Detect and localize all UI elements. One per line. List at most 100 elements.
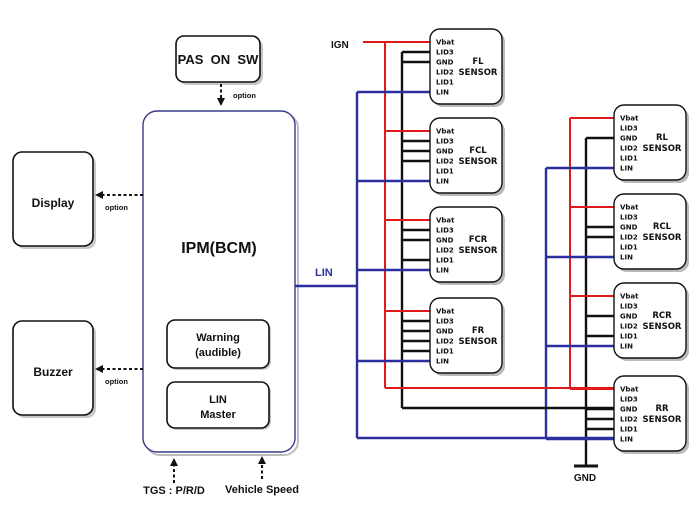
pin-label-lin: LIN <box>436 267 449 275</box>
pin-label-lid1: LID1 <box>620 244 638 252</box>
sensor-subtitle: SENSOR <box>459 157 498 167</box>
pin-label-lid1: LID1 <box>436 348 454 356</box>
pin-label-lid3: LID3 <box>620 396 638 404</box>
sensor-name: RCL <box>653 222 672 232</box>
display-label: Display <box>32 196 75 210</box>
sensor-name: FCL <box>469 146 487 156</box>
sensor-box <box>429 117 503 194</box>
pin-label-lid1: LID1 <box>620 333 638 341</box>
pin-label-gnd: GND <box>620 313 638 321</box>
lin-label: LIN <box>209 394 227 406</box>
pin-label-vbat: Vbat <box>620 204 639 212</box>
sensor-name: FL <box>472 57 484 67</box>
tgs-label: TGS : P/R/D <box>143 485 205 497</box>
warning-audible-block: Warning (audible) <box>166 319 271 370</box>
pas-option-label: option <box>233 91 256 100</box>
pin-label-vbat: Vbat <box>620 386 639 394</box>
pin-label-gnd: GND <box>620 135 638 143</box>
pin-label-lid3: LID3 <box>436 138 454 146</box>
master-label: Master <box>200 409 236 421</box>
sensor-name: RR <box>655 404 669 414</box>
sensor-subtitle: SENSOR <box>459 337 498 347</box>
pin-label-vbat: Vbat <box>436 39 455 47</box>
pin-label-lid1: LID1 <box>620 155 638 163</box>
lin-master-block: LIN Master <box>166 381 271 430</box>
sensor-subtitle: SENSOR <box>643 415 682 425</box>
sensor-box <box>613 193 687 270</box>
pin-label-lid2: LID2 <box>436 69 454 77</box>
controller-label: IPM(BCM) <box>181 240 257 257</box>
pin-label-lid3: LID3 <box>620 303 638 311</box>
pin-label-vbat: Vbat <box>620 293 639 301</box>
pin-label-lid2: LID2 <box>436 338 454 346</box>
pin-label-vbat: Vbat <box>436 217 455 225</box>
sensor-name: RCR <box>652 311 672 321</box>
pin-label-lid3: LID3 <box>436 49 454 57</box>
sensor-name: RL <box>656 133 669 143</box>
sensor-name: FCR <box>469 235 488 245</box>
pin-label-lid3: LID3 <box>436 318 454 326</box>
pin-label-lin: LIN <box>620 436 633 444</box>
audible-label: (audible) <box>195 347 241 359</box>
sensor-subtitle: SENSOR <box>643 233 682 243</box>
pin-label-lin: LIN <box>620 343 633 351</box>
pin-label-lid2: LID2 <box>620 234 638 242</box>
sensor-name: FR <box>472 326 485 336</box>
pin-label-gnd: GND <box>620 406 638 414</box>
pin-label-lid1: LID1 <box>436 257 454 265</box>
sensor-box <box>429 28 503 105</box>
pin-label-vbat: Vbat <box>436 128 455 136</box>
pas-switch-label: PAS ON SW <box>178 52 259 67</box>
pas-on-switch-block: PAS ON SW <box>175 35 263 85</box>
pin-label-lin: LIN <box>436 358 449 366</box>
pin-label-lid2: LID2 <box>436 158 454 166</box>
sensors: VbatLID3GNDLID2LID1LINFLSENSORVbatLID3GN… <box>429 28 689 454</box>
pin-label-lid3: LID3 <box>436 227 454 235</box>
vehicle-speed-label: Vehicle Speed <box>225 484 299 496</box>
pin-label-lin: LIN <box>620 165 633 173</box>
buzzer-label: Buzzer <box>33 365 73 379</box>
sensor-subtitle: SENSOR <box>459 68 498 78</box>
sensor-box <box>429 206 503 283</box>
ipm-bcm-controller: IPM(BCM) Warning (audible) LIN Master <box>142 110 299 456</box>
pin-label-lid3: LID3 <box>620 214 638 222</box>
pin-label-lid3: LID3 <box>620 125 638 133</box>
pin-label-lid1: LID1 <box>436 168 454 176</box>
display-option-label: option <box>105 203 128 212</box>
display-block: Display <box>12 151 96 249</box>
pin-label-lid2: LID2 <box>620 323 638 331</box>
pin-label-gnd: GND <box>436 59 454 67</box>
pin-label-gnd: GND <box>620 224 638 232</box>
sensor-subtitle: SENSOR <box>643 144 682 154</box>
pin-label-lid2: LID2 <box>620 145 638 153</box>
pin-label-gnd: GND <box>436 237 454 245</box>
sensor-box <box>613 375 687 452</box>
sensor-subtitle: SENSOR <box>643 322 682 332</box>
pin-label-lin: LIN <box>436 89 449 97</box>
pin-label-lin: LIN <box>620 254 633 262</box>
lin-bus-label: LIN <box>315 267 333 279</box>
pin-label-lid1: LID1 <box>436 79 454 87</box>
buzzer-option-label: option <box>105 377 128 386</box>
pin-label-vbat: Vbat <box>620 115 639 123</box>
warning-label: Warning <box>196 332 240 344</box>
pin-label-lid2: LID2 <box>620 416 638 424</box>
pin-label-lid1: LID1 <box>620 426 638 434</box>
wiring <box>295 41 614 468</box>
sensor-box <box>429 297 503 374</box>
pin-label-gnd: GND <box>436 328 454 336</box>
buzzer-block: Buzzer <box>12 320 96 418</box>
sensor-box <box>613 104 687 181</box>
pin-label-vbat: Vbat <box>436 308 455 316</box>
gnd-label: GND <box>574 473 596 484</box>
ign-label: IGN <box>331 40 349 51</box>
